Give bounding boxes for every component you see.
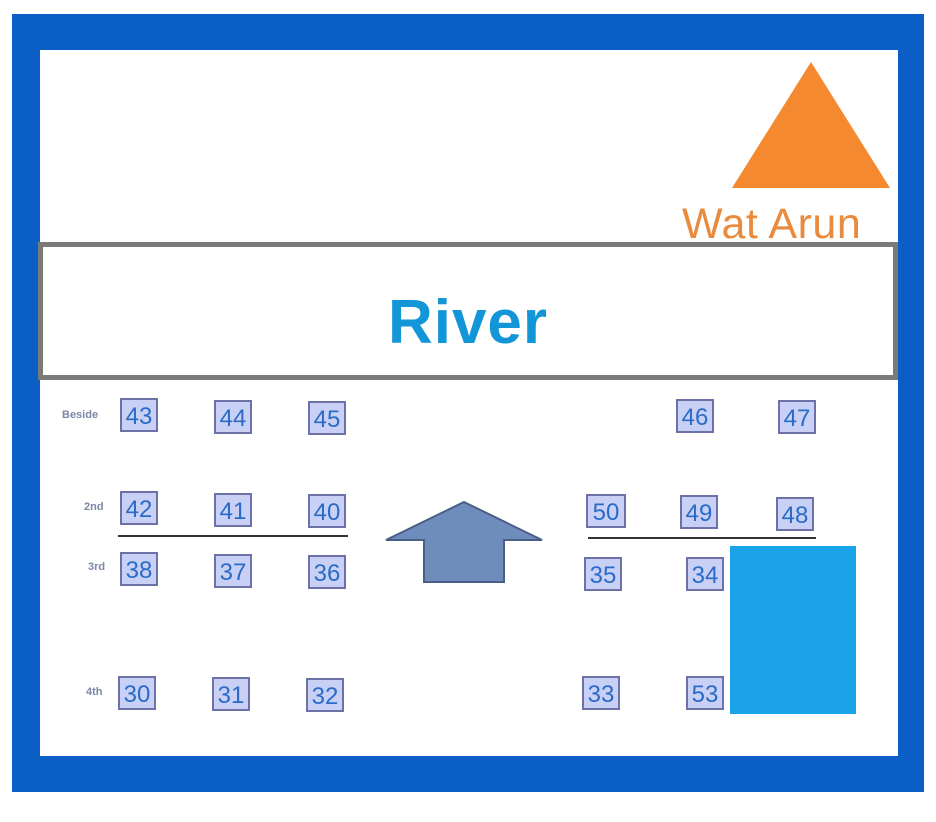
- stall-42[interactable]: 42: [120, 491, 158, 525]
- stall-33[interactable]: 33: [582, 676, 620, 710]
- river-label: River: [387, 288, 549, 357]
- up-arrow-icon: [385, 500, 543, 583]
- stall-30[interactable]: 30: [118, 676, 156, 710]
- stall-37[interactable]: 37: [214, 554, 252, 588]
- stall-46[interactable]: 46: [676, 399, 714, 433]
- stall-36[interactable]: 36: [308, 555, 346, 589]
- row-label-beside: Beside: [62, 409, 99, 421]
- stall-50[interactable]: 50: [586, 494, 626, 528]
- stall-41[interactable]: 41: [214, 493, 252, 527]
- stall-40[interactable]: 40: [308, 494, 346, 528]
- stall-53[interactable]: 53: [686, 676, 724, 710]
- row-divider-left: [118, 535, 348, 537]
- stall-31[interactable]: 31: [212, 677, 250, 711]
- blue-block: [730, 546, 856, 714]
- row-divider-right: [588, 537, 816, 539]
- landmark-triangle-icon: [732, 62, 890, 188]
- stall-49[interactable]: 49: [680, 495, 718, 529]
- stall-44[interactable]: 44: [214, 400, 252, 434]
- landmark-label: Wat Arun: [682, 200, 862, 248]
- row-label-2nd: 2nd: [84, 501, 104, 513]
- stall-35[interactable]: 35: [584, 557, 622, 591]
- stall-47[interactable]: 47: [778, 400, 816, 434]
- stall-34[interactable]: 34: [686, 557, 724, 591]
- stall-32[interactable]: 32: [306, 678, 344, 712]
- stall-43[interactable]: 43: [120, 398, 158, 432]
- row-label-3rd: 3rd: [88, 561, 106, 573]
- river-area: River: [38, 242, 898, 380]
- stall-45[interactable]: 45: [308, 401, 346, 435]
- row-label-4th: 4th: [86, 686, 103, 698]
- stall-48[interactable]: 48: [776, 497, 814, 531]
- stall-38[interactable]: 38: [120, 552, 158, 586]
